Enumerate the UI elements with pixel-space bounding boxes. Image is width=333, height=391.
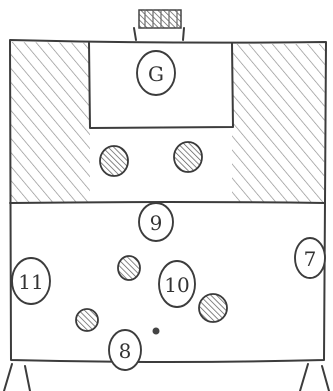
opponent-marker bbox=[118, 256, 140, 280]
opponent-marker bbox=[100, 146, 128, 176]
player-label: 10 bbox=[164, 273, 189, 297]
half-line bbox=[10, 202, 325, 203]
player-label: 11 bbox=[18, 270, 43, 294]
player-9: 9 bbox=[139, 203, 173, 241]
goal-icon bbox=[134, 10, 184, 40]
player-circle bbox=[76, 309, 98, 331]
player-8: 8 bbox=[109, 330, 141, 370]
opponent-marker bbox=[174, 142, 202, 172]
ball-icon bbox=[153, 328, 160, 335]
player-circle bbox=[118, 256, 140, 280]
player-11: 11 bbox=[12, 258, 50, 304]
player-circle bbox=[100, 146, 128, 176]
player-7: 7 bbox=[295, 238, 325, 278]
player-G: G bbox=[137, 51, 175, 95]
player-label: 7 bbox=[304, 247, 317, 271]
player-label: 8 bbox=[119, 339, 132, 363]
easel-legs bbox=[4, 364, 329, 391]
opponent-marker bbox=[76, 309, 98, 331]
player-label: G bbox=[148, 62, 164, 86]
opponent-marker bbox=[199, 294, 227, 322]
player-10: 10 bbox=[159, 261, 195, 307]
player-circle bbox=[174, 142, 202, 172]
player-label: 9 bbox=[150, 211, 163, 235]
player-circle bbox=[199, 294, 227, 322]
